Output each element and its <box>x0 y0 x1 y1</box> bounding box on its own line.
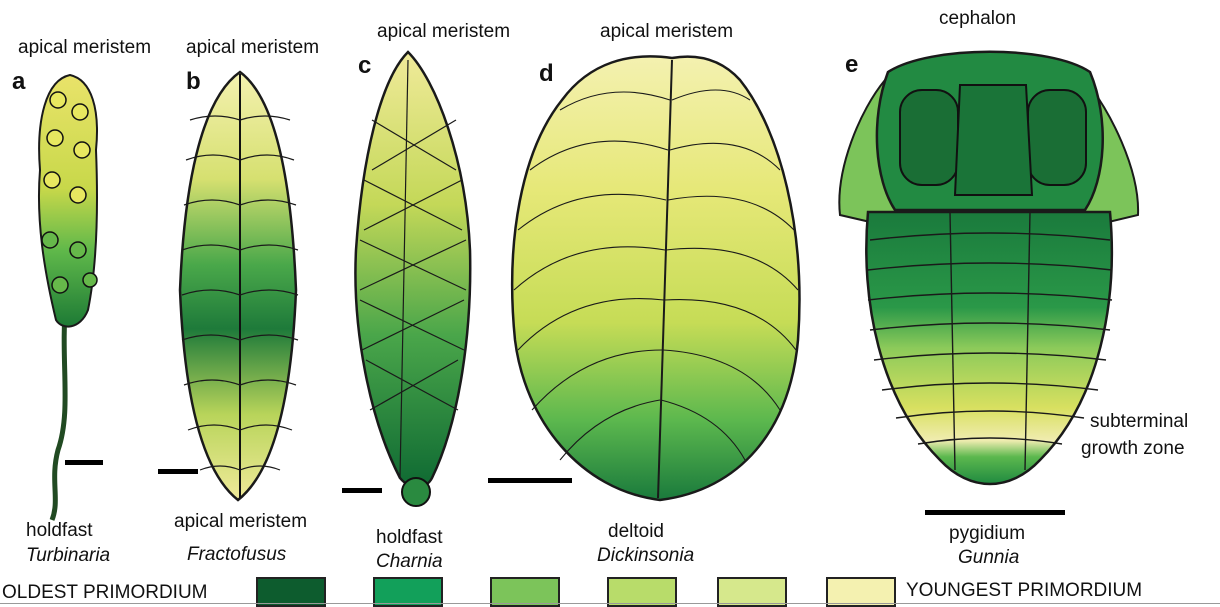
legend-oldest-label: OLDEST PRIMORDIUM <box>2 583 208 602</box>
genus-fractofusus: Fractofusus <box>187 545 286 564</box>
panel-letter-a: a <box>12 70 25 94</box>
panel-letter-c: c <box>358 54 371 78</box>
legend-baseline <box>0 603 1220 604</box>
label-e-top: cephalon <box>939 9 1016 28</box>
genus-gunnia: Gunnia <box>958 548 1019 567</box>
genus-dickinsonia: Dickinsonia <box>597 546 694 565</box>
label-e-side-1: subterminal <box>1090 412 1188 431</box>
label-c-bottom: holdfast <box>376 528 443 547</box>
panel-letter-b: b <box>186 70 201 94</box>
label-b-bottom: apical meristem <box>174 512 307 531</box>
genus-turbinaria: Turbinaria <box>26 546 110 565</box>
scale-bar-a <box>65 460 103 465</box>
turbinaria-drawing <box>39 75 97 520</box>
fractofusus-drawing <box>180 72 298 500</box>
label-d-bottom: deltoid <box>608 522 664 541</box>
scale-bar-c <box>342 488 382 493</box>
label-e-bottom: pygidium <box>949 524 1025 543</box>
panel-letter-d: d <box>539 62 554 86</box>
scale-bar-b <box>158 469 198 474</box>
charnia-drawing <box>355 52 470 506</box>
label-c-top: apical meristem <box>377 22 510 41</box>
label-b-top: apical meristem <box>186 38 319 57</box>
label-a-bottom: holdfast <box>26 521 93 540</box>
scale-bar-d <box>488 478 572 483</box>
panel-letter-e: e <box>845 53 858 77</box>
label-e-side-2: growth zone <box>1081 439 1185 458</box>
label-a-top: apical meristem <box>18 38 151 57</box>
scale-bar-e <box>925 510 1065 515</box>
dickinsonia-drawing <box>512 56 799 500</box>
legend-youngest-label: YOUNGEST PRIMORDIUM <box>906 581 1142 600</box>
genus-charnia: Charnia <box>376 552 443 571</box>
label-d-top: apical meristem <box>600 22 733 41</box>
